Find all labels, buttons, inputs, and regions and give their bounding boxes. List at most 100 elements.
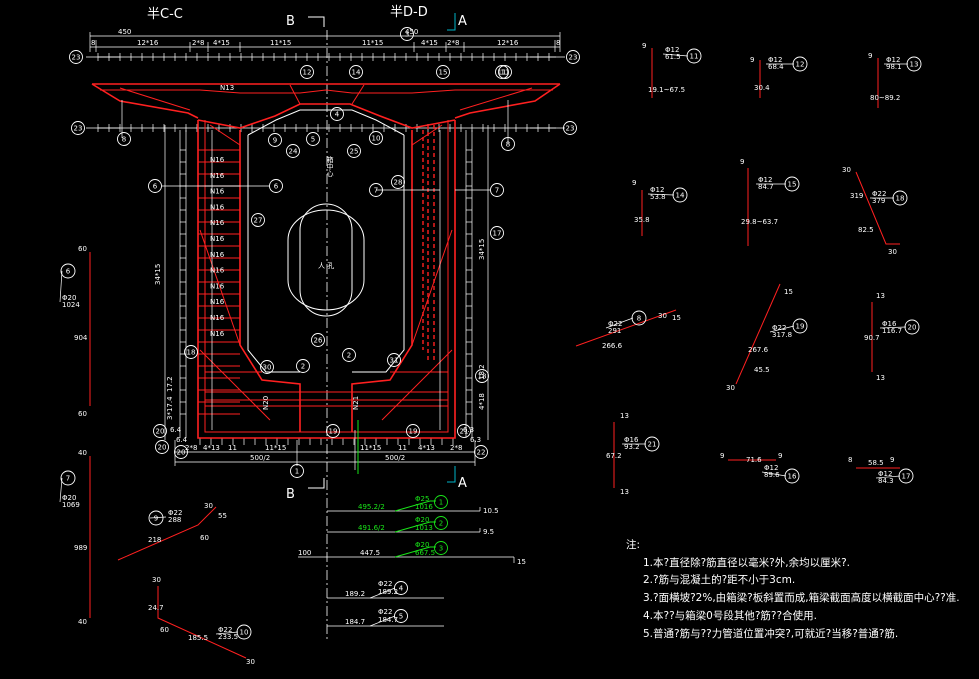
svg-text:11: 11	[498, 69, 507, 77]
svg-text:288: 288	[168, 516, 181, 524]
svg-text:90.7: 90.7	[864, 334, 880, 342]
callout-11: 11	[495, 65, 509, 79]
svg-text:9: 9	[632, 179, 636, 187]
svg-text:20: 20	[177, 449, 186, 457]
svg-text:9: 9	[890, 456, 894, 464]
svg-text:71.6: 71.6	[746, 456, 762, 464]
left-section-label: 半C-C	[147, 7, 183, 22]
svg-text:Φ22: Φ22	[872, 190, 886, 198]
callout-1: 1	[290, 464, 304, 478]
svg-text:15: 15	[672, 314, 681, 322]
svg-text:53.8: 53.8	[650, 193, 666, 201]
svg-text:17: 17	[902, 473, 911, 481]
svg-text:500/2: 500/2	[385, 454, 405, 462]
svg-text:20: 20	[158, 444, 167, 452]
svg-text:9: 9	[273, 137, 277, 145]
svg-text:Φ25: Φ25	[415, 495, 429, 503]
svg-text:291: 291	[608, 327, 621, 335]
svg-text:1: 1	[439, 499, 443, 507]
svg-text:25: 25	[350, 148, 359, 156]
svg-text:100: 100	[298, 549, 311, 557]
svg-text:1069: 1069	[62, 501, 80, 509]
callout-9: 9	[268, 133, 282, 147]
svg-text:11*15: 11*15	[360, 444, 381, 452]
svg-text:1016: 1016	[415, 503, 433, 511]
svg-text:23: 23	[72, 54, 81, 62]
svg-text:8: 8	[848, 456, 852, 464]
callout-6: 6	[148, 179, 162, 193]
callout-31: 31	[387, 353, 401, 367]
callout-27: 27	[251, 213, 265, 227]
svg-text:2*8: 2*8	[192, 39, 204, 47]
svg-text:2: 2	[439, 520, 443, 528]
leader-lines	[86, 56, 565, 474]
svg-text:11*15: 11*15	[362, 39, 383, 47]
callout-23: 23	[566, 50, 580, 64]
callout-20: 20	[155, 440, 169, 454]
svg-text:23: 23	[569, 54, 578, 62]
callout-24: 24	[286, 144, 300, 158]
svg-text:Φ22: Φ22	[772, 324, 786, 332]
svg-text:447.5: 447.5	[360, 549, 380, 557]
svg-text:3: 3	[405, 31, 409, 39]
n16-label: N16	[210, 267, 225, 275]
svg-text:6: 6	[66, 268, 71, 276]
svg-text:55: 55	[218, 512, 227, 520]
svg-text:20: 20	[156, 428, 165, 436]
svg-text:28: 28	[394, 179, 403, 187]
svg-text:11: 11	[398, 444, 407, 452]
svg-text:12*16: 12*16	[137, 39, 159, 47]
svg-text:8: 8	[506, 141, 510, 149]
svg-text:15: 15	[788, 181, 797, 189]
svg-text:317.8: 317.8	[772, 331, 792, 339]
callout-23: 23	[71, 121, 85, 135]
svg-text:10: 10	[240, 629, 249, 637]
svg-text:8: 8	[556, 39, 560, 47]
svg-text:989: 989	[74, 544, 87, 552]
svg-text:82.5: 82.5	[858, 226, 874, 234]
svg-text:19.1~67.5: 19.1~67.5	[648, 86, 685, 94]
n16-label: N16	[210, 235, 225, 243]
cut-b-top-marker	[308, 16, 325, 27]
svg-text:89.6: 89.6	[764, 471, 780, 479]
svg-text:80~89.2: 80~89.2	[870, 94, 900, 102]
svg-text:9.5: 9.5	[483, 528, 494, 536]
svg-text:218: 218	[148, 536, 161, 544]
svg-text:11: 11	[690, 53, 699, 61]
callout-20: 20	[153, 424, 167, 438]
svg-text:500/2: 500/2	[250, 454, 270, 462]
callout-8: 8	[501, 137, 515, 151]
svg-text:Φ12: Φ12	[650, 186, 664, 194]
svg-text:4*13: 4*13	[418, 444, 435, 452]
n16-label: N16	[210, 188, 225, 196]
svg-text:10: 10	[372, 135, 381, 143]
svg-text:13: 13	[876, 292, 885, 300]
callout-26: 26	[311, 333, 325, 347]
svg-text:9: 9	[740, 158, 744, 166]
svg-text:2: 2	[347, 352, 351, 360]
svg-text:31: 31	[390, 357, 399, 365]
svg-text:11: 11	[501, 69, 510, 77]
n16-label: N16	[210, 251, 225, 259]
svg-text:4*18: 4*18	[478, 393, 486, 410]
svg-text:15: 15	[517, 558, 526, 566]
svg-text:4*15: 4*15	[421, 39, 438, 47]
svg-text:5: 5	[399, 613, 403, 621]
svg-text:379: 379	[872, 197, 885, 205]
cut-a-top-label: A	[458, 14, 467, 29]
svg-text:450: 450	[405, 28, 418, 36]
note-item-3: 3.?面横坡?2%,由箱梁?板斜置而成,箱梁截面高度以横截面中心??准.	[643, 591, 960, 604]
svg-text:60: 60	[78, 245, 87, 253]
svg-text:14: 14	[676, 192, 685, 200]
svg-text:27: 27	[254, 217, 263, 225]
svg-text:15: 15	[439, 69, 448, 77]
side-dimensions: 34*15 34*15 17.2 3*17.4 18.2 4*18 6.4 6.…	[154, 125, 489, 444]
callout-4: 4	[330, 107, 344, 121]
svg-text:30: 30	[204, 502, 213, 510]
